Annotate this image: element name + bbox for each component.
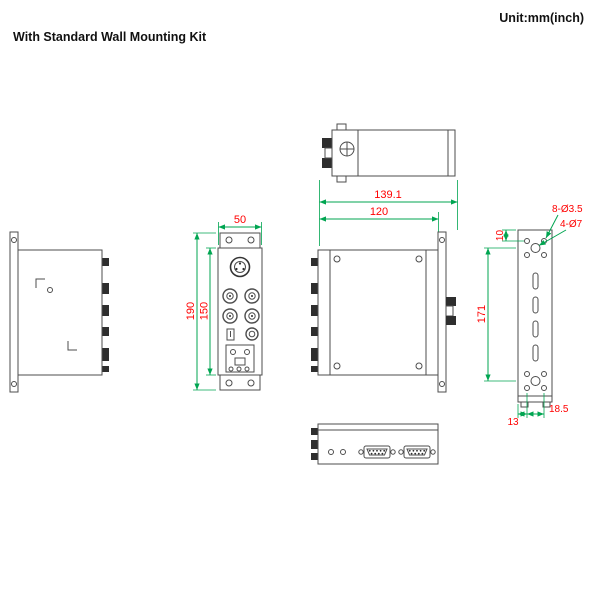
callout-large-holes: 4-Ø7 bbox=[560, 219, 583, 230]
din-clip-body bbox=[324, 147, 333, 159]
top-tab bbox=[336, 123, 347, 131]
left-view-body bbox=[17, 249, 103, 376]
case-screw bbox=[415, 255, 423, 263]
bottom-panel bbox=[225, 344, 255, 373]
left-view bbox=[9, 231, 109, 393]
screw-icon bbox=[339, 141, 355, 157]
connector-edge bbox=[311, 440, 318, 449]
m12-connector bbox=[244, 288, 260, 304]
small-hole bbox=[524, 371, 530, 377]
mounting-hole bbox=[439, 237, 445, 243]
din-clip-prong bbox=[322, 158, 332, 168]
front-dimensions: 50 190 150 bbox=[185, 214, 262, 391]
mounting-hole bbox=[11, 237, 17, 243]
flange-hole bbox=[247, 379, 255, 387]
din-clip-prong bbox=[322, 138, 332, 148]
small-hole bbox=[524, 252, 530, 258]
dim-bottom-hole-spacing: 18.5 bbox=[549, 404, 569, 415]
callout-small-holes: 8-Ø3.5 bbox=[552, 204, 583, 215]
m12-connector bbox=[222, 308, 238, 324]
bottom-tab bbox=[336, 175, 347, 183]
plate-slot bbox=[532, 272, 539, 290]
dim-height-body: 150 bbox=[199, 302, 211, 320]
small-connector bbox=[245, 327, 259, 341]
connector-edge bbox=[102, 366, 109, 372]
dim-depth-body: 120 bbox=[370, 206, 388, 218]
connector-edge bbox=[311, 305, 318, 316]
dim-hole-top-offset: 10 bbox=[495, 230, 506, 242]
connector-edge bbox=[311, 366, 318, 372]
din-clip bbox=[445, 297, 456, 325]
plate-slot bbox=[532, 320, 539, 338]
connector-edge bbox=[311, 283, 318, 294]
large-hole bbox=[530, 376, 541, 386]
connector-edge bbox=[311, 453, 318, 460]
front-view bbox=[217, 232, 263, 391]
small-hole bbox=[541, 371, 547, 377]
case-screw bbox=[333, 362, 341, 370]
m12-connector bbox=[222, 288, 238, 304]
dim-height-total: 190 bbox=[185, 302, 197, 320]
connector-edge bbox=[102, 305, 109, 316]
m12-connector bbox=[244, 308, 260, 324]
power-connector bbox=[229, 256, 251, 278]
dim-width: 50 bbox=[234, 214, 246, 226]
case-screw bbox=[415, 362, 423, 370]
mounting-plate-view bbox=[517, 229, 553, 408]
drawing-title: With Standard Wall Mounting Kit bbox=[13, 30, 207, 44]
wall-plate-edge bbox=[9, 231, 19, 393]
case-screw bbox=[333, 255, 341, 263]
mounting-hole bbox=[439, 381, 445, 387]
depth-dimensions: 139.1 120 bbox=[319, 180, 458, 246]
bottom-view bbox=[311, 423, 439, 465]
flange-hole bbox=[225, 379, 233, 387]
connector-edge bbox=[102, 258, 109, 266]
plate-foot bbox=[542, 401, 551, 408]
mounting-hole bbox=[11, 381, 17, 387]
connector-edge bbox=[102, 348, 109, 361]
side-view bbox=[311, 231, 456, 393]
small-hole bbox=[541, 385, 547, 391]
dim-hole-span: 171 bbox=[476, 305, 488, 323]
flange-hole bbox=[225, 236, 233, 244]
large-hole bbox=[530, 243, 541, 253]
flange-hole bbox=[247, 236, 255, 244]
connector-edge bbox=[311, 327, 318, 336]
connector-edge bbox=[311, 348, 318, 361]
small-hole bbox=[524, 385, 530, 391]
plate-slot bbox=[532, 296, 539, 314]
plate-foot bbox=[520, 401, 529, 408]
plate-slot bbox=[532, 344, 539, 362]
connector-edge bbox=[102, 283, 109, 294]
connector-edge bbox=[311, 428, 318, 435]
dim-depth-total: 139.1 bbox=[374, 189, 402, 201]
bottom-view-body bbox=[317, 423, 439, 465]
plate-dimensions: 8-Ø3.5 4-Ø7 10 171 13 18.5 bbox=[476, 204, 583, 428]
connector-edge bbox=[311, 258, 318, 266]
dim-bottom-left-offset: 13 bbox=[507, 417, 519, 428]
connector-edge bbox=[102, 327, 109, 336]
toggle-switch bbox=[226, 328, 235, 341]
side-view-body bbox=[317, 249, 439, 376]
top-view bbox=[322, 123, 456, 183]
top-view-body bbox=[331, 129, 456, 177]
small-hole bbox=[524, 238, 530, 244]
small-hole bbox=[541, 252, 547, 258]
wall-plate-edge bbox=[437, 231, 447, 393]
unit-label: Unit:mm(inch) bbox=[499, 11, 584, 25]
